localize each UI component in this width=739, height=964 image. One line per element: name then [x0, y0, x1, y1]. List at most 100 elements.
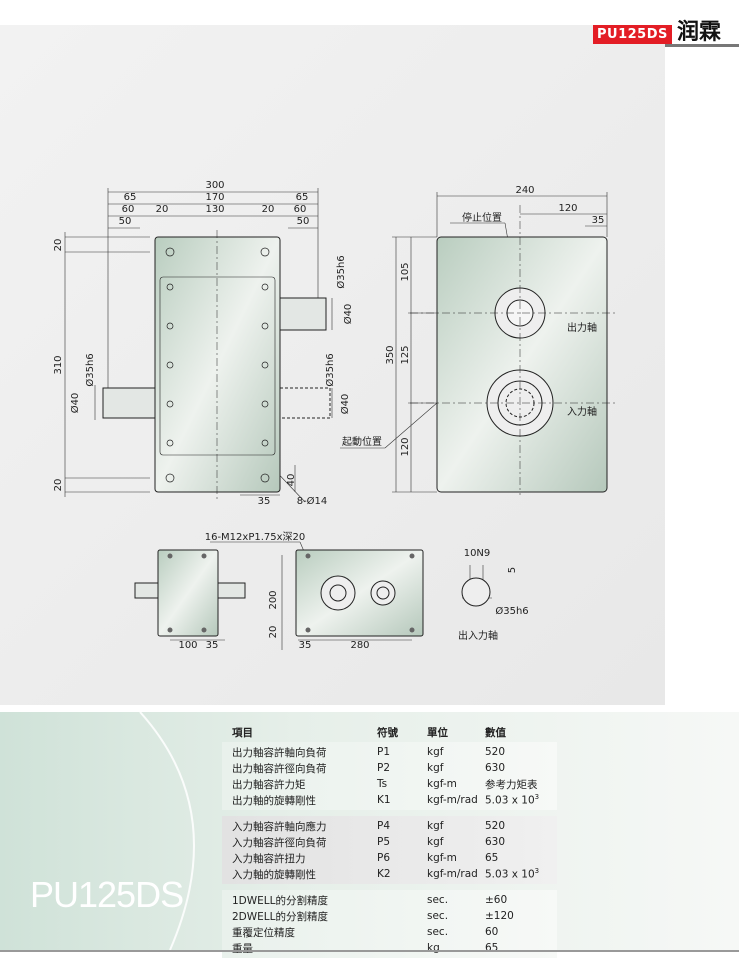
unit-cell: kgf [427, 762, 444, 774]
item-cell: 1DWELL的分割精度 [232, 894, 328, 907]
dim-phi40-right-lower: Ø40 [339, 394, 351, 415]
unit-cell: kgf-m [427, 852, 457, 864]
symbol-cell: Ts [377, 778, 388, 790]
dim-35-bottom-left: 35 [206, 640, 219, 651]
unit-cell: sec. [427, 910, 449, 922]
technical-drawing: 300 65 170 65 60 20 130 20 60 50 50 20 3… [53, 180, 615, 651]
table-row: 重量 kg 65 [222, 940, 557, 956]
exponent: 3 [534, 867, 540, 876]
dim-60-right: 60 [294, 204, 307, 215]
header-item: 項目 [232, 726, 253, 739]
symbol-cell: K1 [377, 794, 391, 806]
dim-65-right: 65 [296, 192, 309, 203]
table-row: 出力軸容許力矩 Ts kgf-m 参考力矩表 [222, 776, 557, 792]
dim-125: 125 [400, 345, 411, 364]
value-cell: 65 [485, 942, 499, 954]
value-cell: 630 [485, 762, 506, 774]
shaft-label: 出入力軸 [458, 629, 498, 642]
dim-phi35-right-lower: Ø35h6 [324, 353, 336, 386]
dim-phi35-left: Ø35h6 [84, 353, 96, 386]
value-cell: 5.03 x 103 [485, 793, 557, 807]
symbol-cell: P5 [377, 836, 391, 848]
value-cell: 520 [485, 820, 506, 832]
dim-40: 40 [286, 474, 297, 487]
key-spec: 10N9 [464, 548, 491, 559]
item-cell: 出力軸的旋轉剛性 [232, 794, 316, 807]
unit-cell: kgf-m [427, 778, 457, 790]
value-base: 5.03 x 10 [485, 868, 535, 881]
holes-spec: 8-Ø14 [297, 495, 328, 507]
dim-120-side: 120 [400, 437, 411, 456]
item-cell: 重量 [232, 942, 253, 955]
unit-cell: kg [427, 942, 440, 954]
item-cell: 入力軸的旋轉剛性 [232, 868, 316, 881]
symbol-cell: K2 [377, 868, 391, 880]
value-cell: 520 [485, 746, 506, 758]
dim-310: 310 [53, 355, 64, 374]
item-cell: 重覆定位精度 [232, 926, 295, 939]
header-symbol: 符號 [377, 726, 398, 739]
unit-cell: kgf [427, 836, 444, 848]
value-cell: 参考力矩表 [485, 778, 538, 791]
value-base: 5.03 x 10 [485, 794, 535, 807]
item-cell: 入力軸容許徑向負荷 [232, 836, 327, 849]
dim-phi35-right-upper: Ø35h6 [335, 255, 347, 288]
key-depth: 5 [507, 567, 518, 573]
dim-100: 100 [178, 640, 197, 651]
unit-cell: sec. [427, 894, 449, 906]
item-cell: 入力軸容許軸向應力 [232, 820, 327, 833]
dim-phi40-left: Ø40 [69, 393, 81, 414]
start-position-label: 起動位置 [342, 435, 382, 448]
dim-20-bottom: 20 [53, 479, 64, 492]
exponent: 3 [534, 793, 540, 802]
dim-20-left: 20 [156, 204, 169, 215]
unit-cell: kgf [427, 820, 444, 832]
footer-divider [0, 950, 739, 952]
table-row: 入力軸的旋轉剛性 K2 kgf-m/rad 5.03 x 103 [222, 866, 557, 882]
table-header: 項目 符號 單位 數值 [222, 722, 557, 742]
bottom-views [134, 549, 491, 637]
dim-60-left: 60 [122, 204, 135, 215]
dim-20-top: 20 [53, 239, 64, 252]
dim-105: 105 [400, 262, 411, 281]
dim-350: 350 [385, 345, 396, 364]
unit-cell: kgf-m/rad [427, 868, 478, 880]
item-cell: 2DWELL的分割精度 [232, 910, 328, 923]
symbol-cell: P2 [377, 762, 391, 774]
dim-35: 35 [258, 496, 271, 507]
dim-300: 300 [205, 180, 224, 191]
dim-phi40-right-upper: Ø40 [342, 304, 354, 325]
dim-280: 280 [350, 640, 369, 651]
symbol-cell: P4 [377, 820, 391, 832]
model-badge: PU125DS [593, 25, 672, 44]
header-value: 數值 [485, 726, 506, 739]
stop-position-label: 停止位置 [462, 211, 502, 224]
dim-65-left: 65 [124, 192, 137, 203]
dim-130: 130 [205, 204, 224, 215]
unit-cell: sec. [427, 926, 449, 938]
symbol-cell: P6 [377, 852, 391, 864]
dim-20-bottom-mid: 20 [268, 626, 279, 639]
value-cell: 60 [485, 926, 499, 938]
value-cell: ±60 [485, 894, 508, 906]
unit-cell: kgf [427, 746, 444, 758]
dim-120-top: 120 [558, 203, 577, 214]
table-row: 1DWELL的分割精度 sec. ±60 [222, 892, 557, 908]
table-row: 重覆定位精度 sec. 60 [222, 924, 557, 940]
model-name: PU125DS [30, 874, 184, 915]
dim-170: 170 [205, 192, 224, 203]
item-cell: 出力軸容許力矩 [232, 778, 306, 791]
value-cell: 5.03 x 103 [485, 867, 557, 881]
decorative-arc [139, 712, 195, 950]
